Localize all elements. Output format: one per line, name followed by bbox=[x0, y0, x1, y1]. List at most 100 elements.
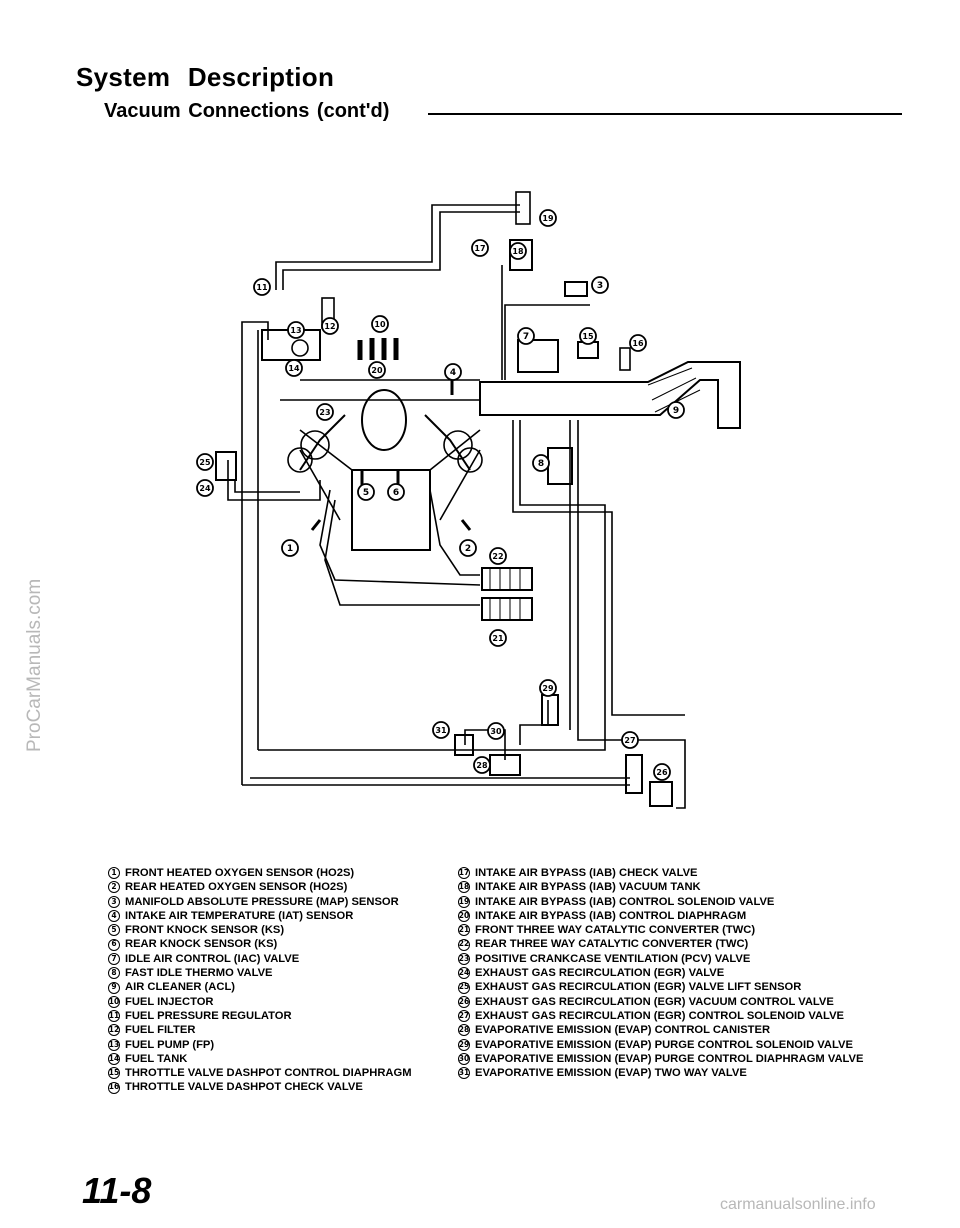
callout-13: 13 bbox=[287, 321, 305, 339]
callout-number: 9 bbox=[673, 406, 679, 416]
callout-number: 14 bbox=[288, 364, 300, 373]
legend-label: INTAKE AIR BYPASS (IAB) CHECK VALVE bbox=[475, 867, 698, 879]
callout-number: 22 bbox=[492, 552, 503, 561]
legend-label: INTAKE AIR BYPASS (IAB) VACUUM TANK bbox=[475, 881, 701, 894]
callout-number: 31 bbox=[435, 726, 447, 735]
legend-item: 19 INTAKE AIR BYPASS (IAB) CONTROL SOLENO… bbox=[458, 895, 863, 909]
callout-14: 14 bbox=[285, 359, 303, 377]
legend-number-badge: 19 bbox=[458, 895, 470, 908]
callout-10: 10 bbox=[371, 315, 389, 333]
hose-top-loop-b bbox=[282, 211, 520, 290]
legend-label: EVAPORATIVE EMISSION (EVAP) CONTROL CANI… bbox=[475, 1024, 771, 1037]
callout-number: 12 bbox=[324, 322, 335, 331]
callout-22: 22 bbox=[489, 547, 507, 565]
callout-25: 25 bbox=[196, 453, 214, 471]
legend-label: FUEL TANK bbox=[125, 1052, 188, 1065]
dashpot-check bbox=[619, 347, 631, 371]
callout-number: 5 bbox=[363, 488, 369, 498]
callout-number: 2 bbox=[465, 544, 471, 554]
fast-idle-valve bbox=[547, 447, 573, 485]
exhaust-pipe-upper bbox=[319, 489, 481, 586]
legend-label: EXHAUST GAS RECIRCULATION (EGR) VALVE LI… bbox=[475, 981, 802, 994]
legend-label: FUEL FILTER bbox=[125, 1024, 196, 1037]
callout-9: 9 bbox=[667, 401, 685, 419]
fuel-injectors bbox=[357, 338, 399, 360]
legend-label: INTAKE AIR TEMPERATURE (IAT) SENSOR bbox=[125, 909, 354, 922]
callout-number: 17 bbox=[474, 244, 485, 253]
iac-valve bbox=[517, 339, 559, 373]
callout-29: 29 bbox=[539, 679, 557, 697]
callout-number: 3 bbox=[597, 281, 603, 291]
callout-number: 8 bbox=[538, 459, 544, 469]
legend-label: FUEL PRESSURE REGULATOR bbox=[125, 1009, 292, 1022]
legend-label: INTAKE AIR BYPASS (IAB) CONTROL DIAPHRAG… bbox=[475, 909, 747, 922]
header-rule bbox=[428, 113, 902, 115]
callout-6: 6 bbox=[387, 483, 405, 501]
hose-egr-b bbox=[234, 480, 300, 493]
callout-number: 24 bbox=[199, 484, 211, 493]
legend-number-badge: 30 bbox=[458, 1053, 470, 1065]
callout-number: 1 bbox=[287, 544, 293, 554]
intake-duct bbox=[479, 361, 741, 429]
legend-item: 30 EVAPORATIVE EMISSION (EVAP) PURGE CONT… bbox=[458, 1052, 863, 1066]
legend-number-badge: 25 bbox=[458, 981, 470, 994]
callout-number: 15 bbox=[582, 332, 594, 341]
callout-30: 30 bbox=[487, 722, 505, 740]
legend-number-badge: 9 bbox=[108, 981, 120, 994]
callout-number: 28 bbox=[476, 761, 488, 770]
callout-number: 4 bbox=[450, 368, 456, 378]
legend-label: EXHAUST GAS RECIRCULATION (EGR) CONTROL … bbox=[475, 1009, 844, 1022]
legend-number-badge: 10 bbox=[108, 995, 120, 1008]
callout-21: 21 bbox=[489, 629, 507, 647]
legend-label: MANIFOLD ABSOLUTE PRESSURE (MAP) SENSOR bbox=[125, 895, 399, 908]
legend-label: AIR CLEANER (ACL) bbox=[125, 981, 236, 994]
callout-24: 24 bbox=[196, 479, 214, 497]
legend-number-badge: 6 bbox=[108, 938, 120, 951]
hose-right-vertical bbox=[577, 420, 686, 809]
legend-label: FRONT KNOCK SENSOR (KS) bbox=[125, 924, 285, 937]
legend-number-badge: 18 bbox=[458, 881, 470, 894]
callout-number: 6 bbox=[393, 488, 399, 498]
legend-label: INTAKE AIR BYPASS (IAB) CONTROL SOLENOID… bbox=[475, 895, 775, 908]
throttle-body bbox=[361, 389, 407, 451]
callout-2: 2 bbox=[459, 539, 477, 557]
page-title: System Description bbox=[76, 62, 335, 92]
legend-number-badge: 5 bbox=[108, 924, 120, 937]
hose-lower-loop-b bbox=[512, 420, 685, 716]
callout-3: 3 bbox=[591, 276, 609, 294]
o2-sensors bbox=[310, 519, 472, 531]
callout-8: 8 bbox=[532, 454, 550, 472]
callout-16: 16 bbox=[629, 334, 647, 352]
egr-vacuum-valve bbox=[649, 781, 673, 807]
callout-number: 25 bbox=[199, 458, 211, 467]
callout-number: 20 bbox=[371, 366, 383, 375]
callout-number: 23 bbox=[319, 408, 330, 417]
callout-number: 29 bbox=[542, 684, 554, 693]
callout-number: 19 bbox=[542, 214, 554, 223]
callout-19: 19 bbox=[539, 209, 557, 227]
engine-block bbox=[351, 469, 431, 551]
legend-label: EVAPORATIVE EMISSION (EVAP) PURGE CONTRO… bbox=[475, 1052, 864, 1065]
legend-label: IDLE AIR CONTROL (IAC) VALVE bbox=[125, 952, 300, 965]
callout-23: 23 bbox=[316, 403, 334, 421]
exhaust-pipe-rear bbox=[429, 489, 480, 576]
legend-label: EXHAUST GAS RECIRCULATION (EGR) VALVE bbox=[475, 967, 725, 980]
hose-top-loop bbox=[275, 204, 520, 290]
iab-solenoid bbox=[515, 191, 531, 225]
legend-number-badge: 13 bbox=[108, 1038, 120, 1051]
callout-number: 13 bbox=[290, 326, 301, 335]
hose-map bbox=[504, 304, 590, 380]
map-sensor bbox=[564, 281, 588, 297]
hose-canister bbox=[464, 729, 506, 760]
legend-number-badge: 1 bbox=[108, 867, 120, 880]
